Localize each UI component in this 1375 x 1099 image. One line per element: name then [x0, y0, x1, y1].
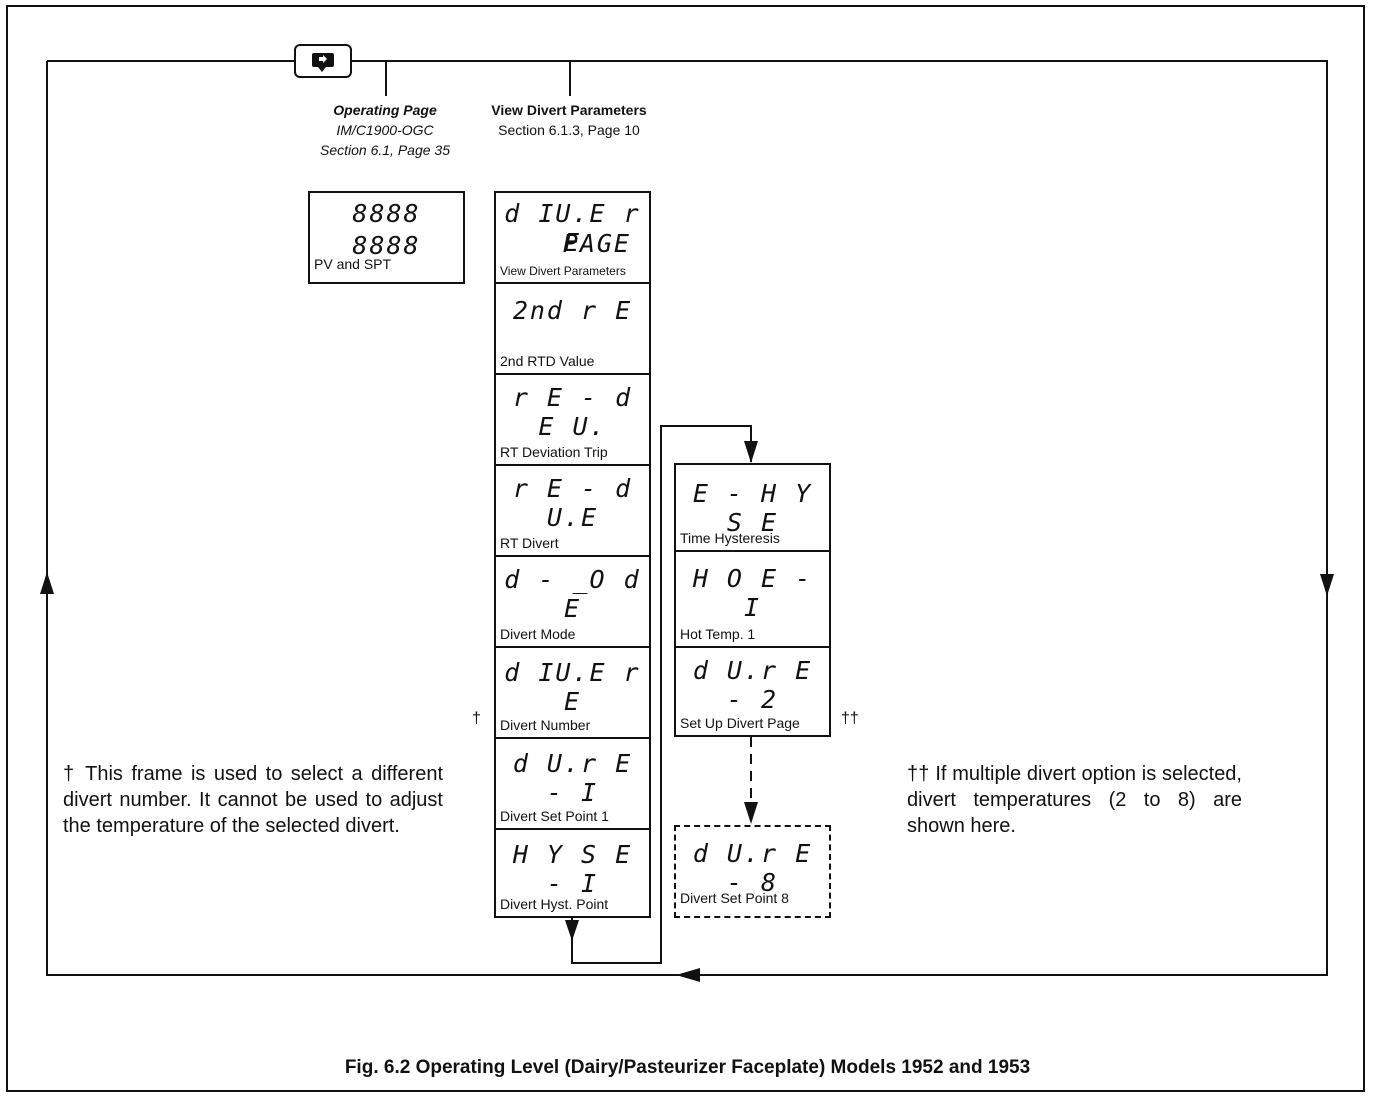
frame-set-up-divert-page: d U.r E - 2 Set Up Divert Page	[674, 646, 831, 737]
pv-display: 8888	[352, 199, 421, 228]
segment-display: E - H Y S E	[692, 479, 813, 537]
page-return-icon	[294, 44, 352, 78]
operating-page-doc: IM/C1900-OGC	[336, 122, 434, 138]
operating-page-title: Operating Page	[333, 102, 437, 118]
segment-display: 2nd r E	[512, 296, 633, 325]
segment-display: r E - d E U.	[512, 383, 633, 441]
segment-display: d - _O d E	[504, 565, 641, 623]
frame-rt-divert: r E - d U.E RT Divert	[494, 464, 651, 557]
frame-label: 2nd RTD Value	[500, 353, 595, 369]
segment-display: H Y S E - I	[512, 840, 633, 898]
frame-divert-number: d IU.E r E Divert Number	[494, 646, 651, 739]
spt-display: 8888	[352, 231, 421, 260]
segment-display: d IU.E r E	[504, 199, 641, 257]
segment-display: d U.r E - 8	[692, 839, 813, 897]
frame-label: Divert Mode	[500, 626, 576, 642]
segment-display: d U.r E - 2	[692, 656, 813, 714]
frame-divert-hyst-point: H Y S E - I Divert Hyst. Point	[494, 828, 651, 918]
frame-rt-deviation: r E - d E U. RT Deviation Trip	[494, 373, 651, 466]
operating-page-header: Operating Page IM/C1900-OGC Section 6.1,…	[300, 100, 470, 160]
frame-2nd-rtd: 2nd r E 2nd RTD Value	[494, 282, 651, 375]
double-dagger-mark: ††	[841, 710, 859, 727]
frame-label: Divert Hyst. Point	[500, 896, 609, 912]
view-divert-header: View Divert Parameters Section 6.1.3, Pa…	[474, 100, 664, 140]
segment-display: d IU.E r E	[504, 658, 641, 716]
frame-view-divert-page: d IU.E r E PAGE View Divert Parameters	[494, 191, 651, 284]
figure-frame	[6, 5, 1365, 1092]
frame-label: View Divert Parameters	[500, 264, 626, 278]
view-divert-title: View Divert Parameters	[491, 102, 647, 118]
pv-spt-frame: 8888 8888 PV and SPT	[308, 191, 465, 284]
note-left: † This frame is used to select a differe…	[63, 763, 443, 837]
frame-label: Set Up Divert Page	[680, 715, 800, 731]
frame-label: RT Divert	[500, 535, 559, 551]
segment-display: r E - d U.E	[512, 474, 633, 532]
segment-display: H O E - I	[692, 564, 813, 622]
view-divert-section: Section 6.1.3, Page 10	[498, 122, 640, 138]
frame-label: Divert Number	[500, 717, 591, 733]
frame-label: Divert Set Point 1	[500, 808, 609, 824]
frame-divert-mode: d - _O d E Divert Mode	[494, 555, 651, 648]
pv-spt-label: PV and SPT	[314, 256, 392, 272]
frame-label: Time Hysteresis	[680, 530, 780, 546]
operating-page-section: Section 6.1, Page 35	[320, 142, 450, 158]
dagger-mark: †	[472, 710, 481, 727]
frame-time-hysteresis: E - H Y S E Time Hysteresis	[674, 463, 831, 552]
frame-label: Divert Set Point 8	[680, 890, 789, 906]
segment-display: d U.r E - I	[512, 749, 633, 807]
frame-label: RT Deviation Trip	[500, 444, 608, 460]
frame-label: Hot Temp. 1	[680, 626, 756, 642]
frame-hot-temp-1: H O E - I Hot Temp. 1	[674, 550, 831, 648]
figure-caption: Fig. 6.2 Operating Level (Dairy/Pasteuri…	[344, 1057, 1031, 1078]
note-right: †† If multiple divert option is selected…	[907, 763, 1242, 837]
frame-divert-set-point-1: d U.r E - I Divert Set Point 1	[494, 737, 651, 830]
frame-divert-set-point-8: d U.r E - 8 Divert Set Point 8	[674, 825, 831, 918]
segment-display-2: PAGE	[562, 229, 631, 258]
